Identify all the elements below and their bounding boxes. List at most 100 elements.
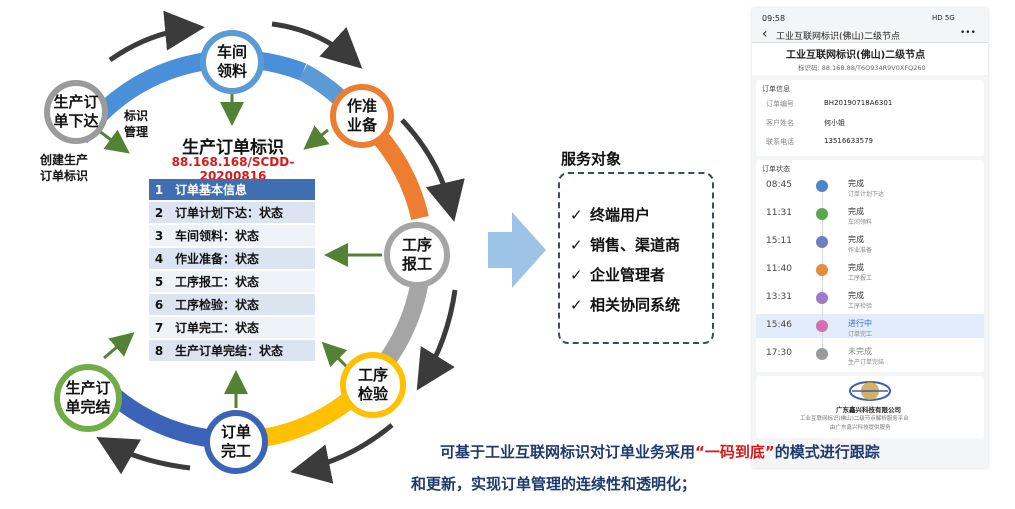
timeline-time: 17:30 [766,348,792,358]
table-row: 3 车间领料：状态 [149,225,315,246]
timeline-time: 08:45 [766,180,792,190]
check-icon: ✓ [570,236,583,254]
flow-arrow-2 [271,21,363,69]
label-identify-mgmt: 标识 管理 [124,109,149,139]
timeline-time: 11:40 [766,264,792,274]
service-item-label: 销售、渠道商 [590,236,681,254]
service-item: ✓ 终端用户 [570,204,650,225]
timeline-desc: 订单完工 [848,331,873,338]
arrow-close-to-table [103,332,135,360]
order-field-value: BH20190718A6301 [824,99,893,107]
timeline-desc: 工序报工 [848,275,873,282]
label-create-id: 创建生产 订单标识 [40,153,89,183]
flow-arrow-6 [96,437,191,475]
flow-arrow-4 [416,289,458,391]
timeline-state: 完成 [848,263,864,272]
caption-line-1-a: 可基于工业互联网标识对订单业务采用 [440,443,696,461]
node-order-issue: 生产订 单下达 [44,80,108,144]
order-card [756,80,984,156]
big-right-arrow [488,212,546,288]
table-row: 6 工序检验：状态 [149,294,315,315]
back-icon[interactable]: ‹ [762,26,768,42]
caption-highlight: “一码到底” [695,443,775,461]
table-row: 1 订单基本信息 [149,179,315,200]
footer-line-2: 由广东鑫兴科技提供服务 [830,425,891,431]
service-item: ✓企业管理者 [570,264,665,285]
service-item-label: 终端用户 [590,206,651,224]
table-row: 4 作业准备：状态 [149,248,315,269]
table-row: 7 订单完工：状态 [149,317,315,338]
row-text: 工序报工：状态 [175,275,260,289]
flow-arrow-1 [108,10,205,63]
timeline-active-bg [756,314,984,338]
node-report-label: 工序 报工 [401,236,432,273]
service-item: ✓ 销售、渠道商 [570,234,680,255]
timeline-state: 完成 [848,179,864,188]
company-logo-icon [849,381,891,401]
node-prep-label: 作准 业备 [346,97,377,134]
order-field-label: 联系电话 [766,138,794,146]
services-title: 服务对象 [561,150,622,168]
header-card [752,43,988,75]
phone-screenshot: 09:58 HD 5G ‹ 工业互联网标识(佛山)二级节点 ••• 工业互联网标… [752,8,988,468]
timeline-dot-icon [816,320,828,332]
service-item: ✓ 相关协同系统 [570,294,680,315]
timeline-desc: 车间领料 [848,219,873,226]
row-num: 8 [154,343,164,358]
flow-arrow-5 [290,423,394,484]
more-icon[interactable]: ••• [960,28,976,38]
timeline-dot-icon [816,348,828,360]
row-num: 3 [154,228,164,243]
node-report: 工序 报工 [384,222,450,288]
timeline-time: 11:31 [766,208,792,218]
check-icon: ✓ [570,296,583,314]
caption-line-1-b: 的模式进行跟踪 [774,443,880,461]
status-section-title: 订单状态 [762,165,790,173]
timeline-dot-icon [816,236,828,248]
page-title: 工业互联网标识(佛山)二级节点 [786,50,926,61]
node-material-label: 车间 领料 [216,43,247,80]
row-text: 车间领料：状态 [175,229,260,243]
timeline-state: 完成 [848,207,864,216]
timeline-state: 完成 [848,291,864,300]
timeline-state: 进行中 [848,319,872,328]
timeline-dot-icon [816,292,828,304]
timeline-dot-icon [816,180,828,192]
table-row: 8 生产订单完结：状态 [149,340,315,361]
check-icon: ✓ [570,206,583,224]
nav-divider [752,42,988,43]
node-inspect: 工序 检验 [340,352,406,418]
timeline-dot-icon [816,208,828,220]
timeline-time: 13:31 [766,292,792,302]
node-close: 生产订 单完结 [54,364,122,432]
order-field-value: 13516633579 [824,137,873,145]
row-num: 5 [154,274,164,289]
order-field-label: 客户姓名 [766,119,794,127]
caption-line-2: 和更新，实现订单管理的连续性和透明化； [411,475,697,493]
row-text: 订单完工：状态 [175,321,260,335]
row-num: 1 [154,182,164,197]
timeline-state: 完成 [848,235,864,244]
node-prep: 作准 业备 [330,84,394,148]
timeline-desc: 工序检验 [848,303,873,310]
order-field-label: 订单编号 [766,100,794,108]
status-indicators: HD 5G [932,14,955,22]
row-num: 2 [154,205,164,220]
nav-title: 工业互联网标识(佛山)二级节点 [776,32,901,42]
timeline-dot-icon [816,264,828,276]
table-row: 2 订单计划下达：状态 [149,202,315,223]
id-line: 标识码: 88.168.88/T6O934R9V0XFQ260 [798,64,926,72]
timeline-time: 15:46 [766,320,792,330]
row-text: 生产订单完结：状态 [175,344,284,358]
flow-arrow-3 [400,118,465,222]
ring-arc-blue-top [72,50,307,144]
arrow-prep-to-table [303,125,330,150]
service-item-label: 相关协同系统 [590,296,681,314]
status-time: 09:58 [762,14,786,23]
timeline-desc: 作业准备 [848,247,873,254]
order-section-title: 订单信息 [762,85,790,93]
row-text: 订单计划下达：状态 [175,206,284,220]
footer-line-1: 工业互联网标识(佛山)二级节点解析服务平台 [800,416,909,422]
row-num: 4 [154,251,164,266]
service-item-label: 企业管理者 [590,266,666,284]
